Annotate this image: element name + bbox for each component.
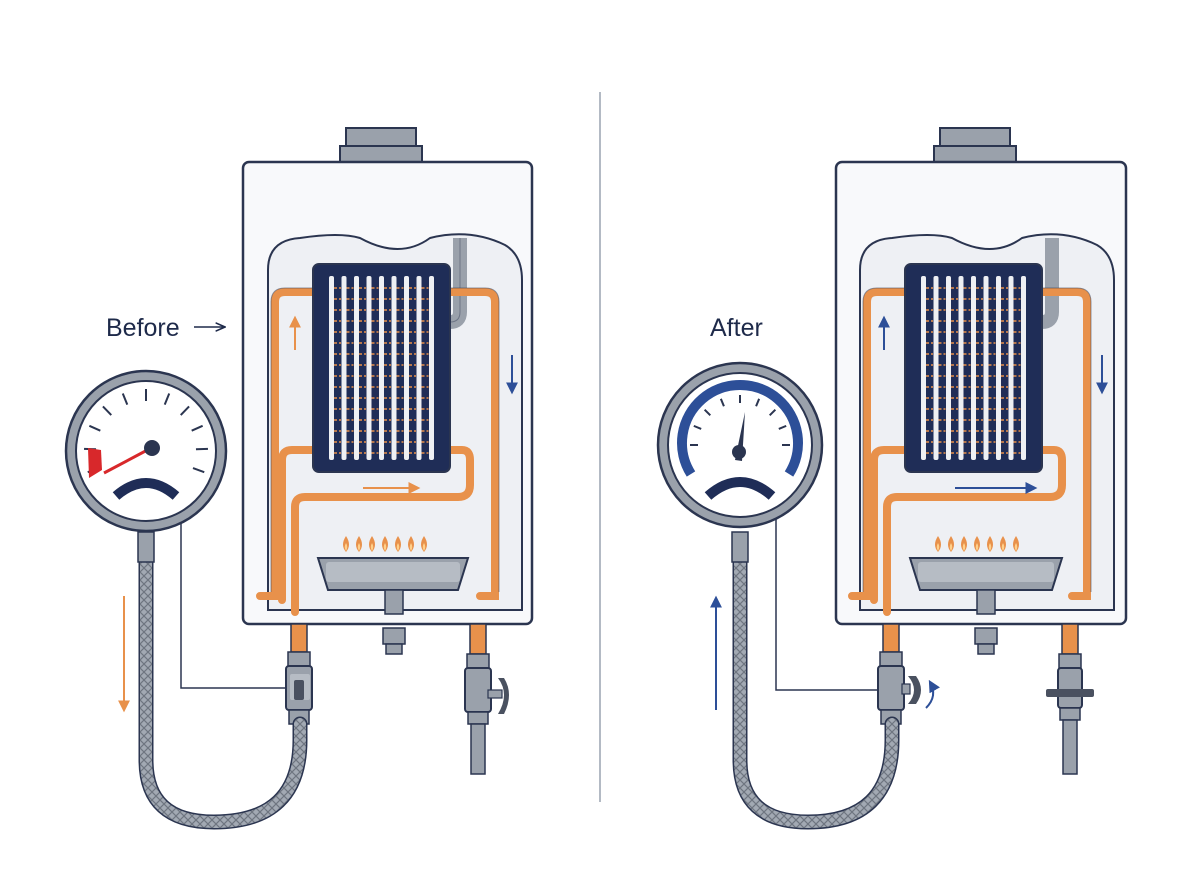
burner (908, 557, 1064, 615)
valve-turn-arrow (925, 679, 940, 709)
gauge-arc (704, 477, 776, 500)
copper-water-pipes (848, 288, 1091, 616)
burner-flames (343, 536, 427, 552)
gauge-connector-line (775, 456, 878, 691)
before-panel: Before (64, 127, 534, 830)
after-label: After (710, 314, 763, 342)
copper-water-pipes (256, 288, 499, 616)
gauge-red-zone (88, 448, 102, 478)
gauge-connector-line (180, 466, 286, 689)
outlet-valve[interactable] (464, 623, 509, 775)
before-label: Before (106, 314, 180, 342)
pressure-gauge-before (64, 369, 228, 533)
inlet-valve[interactable] (877, 623, 921, 725)
gauge-blue-band (677, 379, 803, 477)
burner-flames (935, 536, 1019, 552)
outlet-valve[interactable] (1046, 623, 1094, 775)
gauge-arc (112, 478, 180, 500)
inlet-valve[interactable] (285, 623, 313, 725)
burner (316, 557, 470, 615)
pressure-gauge-after (656, 361, 824, 529)
after-panel: After (656, 127, 1128, 830)
